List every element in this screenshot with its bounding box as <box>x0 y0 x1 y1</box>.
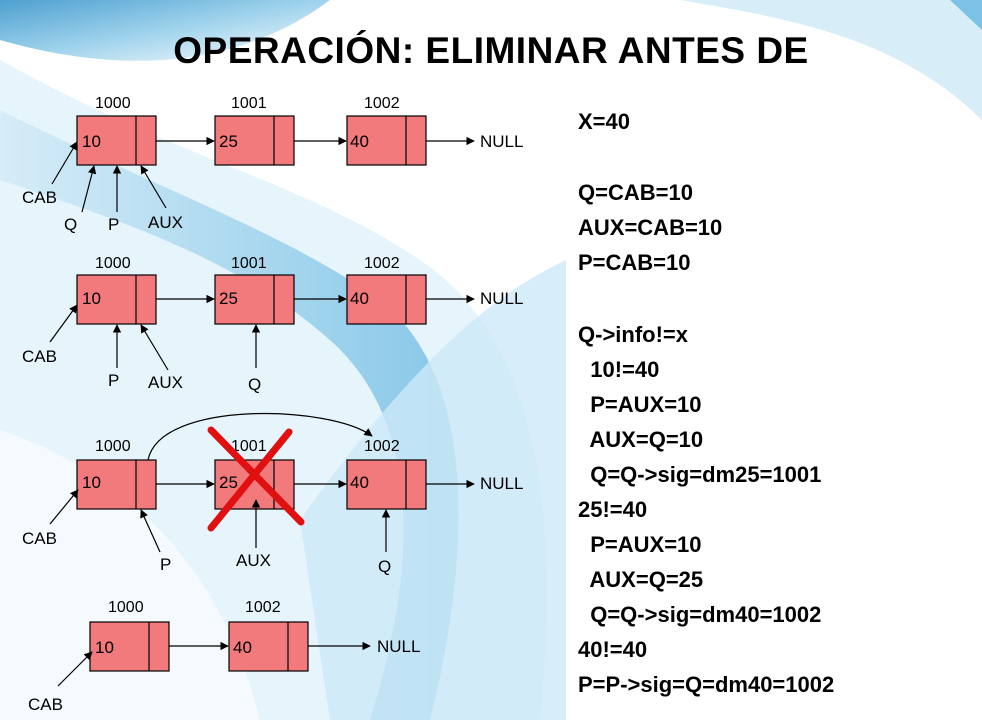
pointer-arrow <box>140 324 169 371</box>
node-address: 1000 <box>95 255 131 272</box>
node-address: 1000 <box>95 95 131 112</box>
code-line: 40!=40 <box>578 637 648 662</box>
node-address: 1001 <box>231 255 267 272</box>
bypass-arrow <box>147 412 373 461</box>
slide-title: OPERACIÓN: ELIMINAR ANTES DE <box>173 30 809 71</box>
null-label: NULL <box>480 289 523 308</box>
code-line: 25!=40 <box>578 497 648 522</box>
node-address: 1002 <box>245 599 281 616</box>
null-label: NULL <box>377 637 420 656</box>
node-value: 40 <box>350 289 369 308</box>
code-line: 10!=40 <box>578 357 660 382</box>
node-value: 25 <box>219 132 238 151</box>
node-value: 40 <box>233 638 252 657</box>
list-node <box>76 115 157 166</box>
pointer-label: AUX <box>236 551 271 570</box>
pointer-arrow <box>140 509 161 553</box>
pointer-label: Q <box>248 375 261 394</box>
node-address: 1002 <box>364 438 400 455</box>
pointer-label: P <box>108 215 119 234</box>
list-node <box>214 274 295 325</box>
code-line: Q=Q->sig=dm25=1001 <box>578 462 822 487</box>
cross-stroke <box>207 428 293 532</box>
pointer-label: CAB <box>22 529 57 548</box>
node-address: 1001 <box>231 438 267 455</box>
pointer-label: P <box>108 371 119 390</box>
pointer-arrow <box>81 165 97 213</box>
node-value: 40 <box>350 473 369 492</box>
delete-cross-icon <box>207 426 305 532</box>
code-line: P=AUX=10 <box>578 392 702 417</box>
list-row-1: 1000 1001 1002 10 25 40 NULL CAB Q P AUX <box>22 95 523 234</box>
pointer-label: AUX <box>148 373 183 392</box>
pointer-arrow <box>49 489 79 525</box>
list-node <box>89 621 170 672</box>
list-node <box>76 274 157 325</box>
list-node <box>346 459 427 510</box>
node-address: 1002 <box>364 255 400 272</box>
pointer-label: CAB <box>22 188 57 207</box>
list-node <box>228 621 309 672</box>
node-value: 10 <box>82 473 101 492</box>
list-row-2: 1000 1001 1002 10 25 40 NULL CAB P AUX Q <box>22 255 523 394</box>
pointer-label: Q <box>378 557 391 576</box>
list-node <box>76 459 157 510</box>
pointer-arrow <box>140 165 167 209</box>
code-line: Q=CAB=10 <box>578 180 693 205</box>
node-value: 25 <box>219 473 238 492</box>
code-line: Q=Q->sig=dm40=1002 <box>578 602 822 627</box>
code-trace-panel <box>566 97 946 720</box>
code-line: AUX=Q=10 <box>578 427 704 452</box>
pointer-arrow <box>57 651 93 687</box>
node-value: 40 <box>350 132 369 151</box>
null-label: NULL <box>480 132 523 151</box>
code-line: P=AUX=10 <box>578 532 702 557</box>
null-label: NULL <box>480 474 523 493</box>
list-row-4: 1000 1002 10 40 NULL CAB <box>28 599 420 714</box>
node-value: 10 <box>95 638 114 657</box>
node-value: 25 <box>219 289 238 308</box>
pointer-label: CAB <box>28 695 63 714</box>
pointer-label: P <box>160 555 171 574</box>
pointer-label: AUX <box>148 213 183 232</box>
node-address: 1000 <box>95 438 131 455</box>
node-value: 10 <box>82 132 101 151</box>
pointer-label: CAB <box>22 347 57 366</box>
code-line: X=40 <box>578 109 630 134</box>
code-line: Q->info!=x <box>578 322 689 347</box>
code-line: AUX=CAB=10 <box>578 215 723 240</box>
node-address: 1000 <box>108 599 144 616</box>
pointer-label: Q <box>64 215 77 234</box>
node-address: 1002 <box>364 95 400 112</box>
list-node <box>214 115 295 166</box>
list-row-3: 1000 1001 1002 10 25 40 NULL CAB P AUX <box>22 412 523 576</box>
node-address: 1001 <box>231 95 267 112</box>
code-line: P=P->sig=Q=dm40=1002 <box>578 672 835 697</box>
code-line: AUX=Q=25 <box>578 567 704 592</box>
list-node <box>346 274 427 325</box>
code-line: P=CAB=10 <box>578 250 691 275</box>
pointer-arrow <box>51 141 78 185</box>
pointer-arrow <box>49 304 78 343</box>
node-value: 10 <box>82 289 101 308</box>
